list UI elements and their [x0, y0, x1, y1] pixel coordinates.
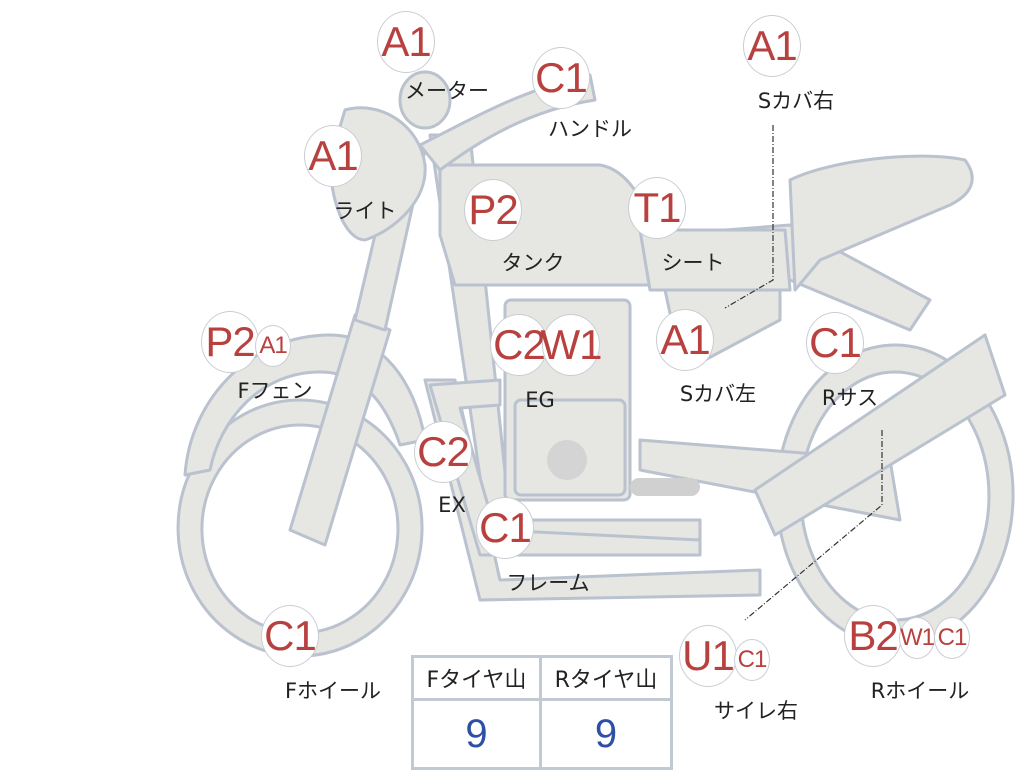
badge-front-fender-1: P2: [201, 311, 259, 373]
label-handle: ハンドル: [548, 117, 632, 141]
label-frame: フレーム: [506, 571, 590, 595]
rear-fender-shape: [788, 154, 974, 292]
badge-seat: T1: [628, 177, 686, 239]
badge-tank: P2: [464, 179, 522, 241]
badge-front-fender-2: A1: [255, 325, 291, 367]
tread-value-front: 9: [411, 698, 542, 770]
badge-muffler-right-2: C1: [734, 639, 770, 681]
badge-engine-2: W1: [541, 314, 603, 376]
tread-table: Fタイヤ山 Rタイヤ山 9 9: [411, 655, 674, 770]
label-rear-wheel: Rホイール: [870, 679, 970, 703]
label-meter: メーター: [405, 79, 489, 103]
badge-side-cover-right: A1: [743, 15, 801, 77]
label-light: ライト: [333, 199, 397, 223]
label-side-cover-right: Sカバ右: [757, 89, 835, 113]
badge-engine-1: C2: [490, 314, 548, 376]
badge-light: A1: [304, 125, 362, 187]
tread-header-rear: Rタイヤ山: [538, 655, 674, 701]
tread-value-rear: 9: [538, 698, 674, 770]
badge-exhaust: C2: [414, 421, 472, 483]
label-muffler-right: サイレ右: [714, 699, 798, 723]
badge-front-wheel: C1: [261, 605, 319, 667]
badge-side-cover-left: A1: [656, 309, 714, 371]
label-tank: タンク: [501, 251, 565, 275]
badge-frame: C1: [476, 497, 534, 559]
label-rear-suspension: Rサス: [821, 386, 879, 410]
badge-rear-wheel-3: C1: [934, 617, 970, 659]
label-front-fender: Fフェン: [237, 379, 313, 403]
label-front-wheel: Fホイール: [284, 679, 382, 703]
badge-handle: C1: [532, 47, 590, 109]
label-engine: EG: [525, 388, 555, 412]
badge-rear-suspension: C1: [806, 312, 864, 374]
badge-muffler-right-1: U1: [679, 625, 737, 687]
seat-shape: [638, 228, 792, 292]
meter-shape: [398, 70, 452, 130]
label-exhaust: EX: [438, 493, 466, 517]
label-side-cover-left: Sカバ左: [679, 382, 757, 406]
badge-rear-wheel-1: B2: [844, 605, 902, 667]
label-seat: シート: [661, 251, 725, 275]
muffler-shape: [753, 333, 1007, 537]
badge-meter: A1: [377, 11, 435, 73]
badge-rear-wheel-2: W1: [899, 617, 935, 659]
tread-header-front: Fタイヤ山: [411, 655, 542, 701]
